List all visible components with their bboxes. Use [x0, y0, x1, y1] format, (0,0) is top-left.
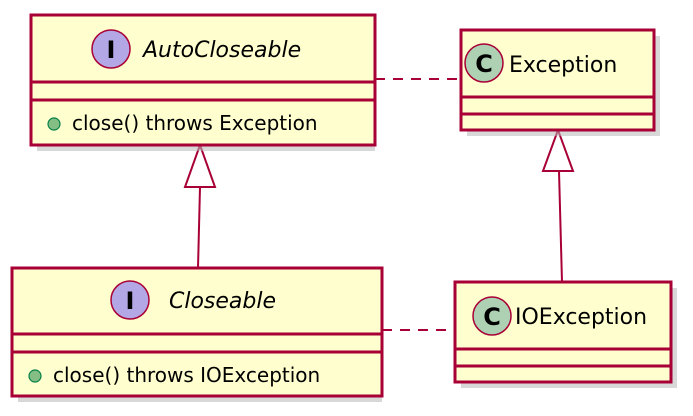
autocloseable-title: AutoCloseable [141, 38, 301, 63]
exception-title: Exception [509, 53, 617, 78]
class-marker-icon [464, 43, 504, 83]
ioexception-title: IOException [515, 305, 647, 330]
class-exception[interactable]: C Exception [459, 28, 660, 136]
closeable-title: Closeable [169, 289, 276, 314]
public-method-icon [28, 369, 42, 383]
autocloseable-box [29, 13, 377, 147]
inheritance-arrowhead-autocloseable [183, 142, 217, 188]
closeable-box [10, 266, 384, 398]
interface-autocloseable[interactable]: I AutoCloseable close() throws Exception [29, 13, 377, 151]
interface-marker-letter: I [126, 287, 135, 315]
inheritance-line-ioexception-exception [558, 170, 563, 283]
relations [183, 78, 575, 331]
inheritance-line-closeable-autocloseable [197, 186, 201, 269]
class-marker-letter: C [475, 50, 493, 78]
public-method-icon [47, 117, 61, 131]
autocloseable-method-close: close() throws Exception [72, 111, 318, 135]
interface-marker-icon [91, 29, 131, 69]
class-marker-icon [472, 296, 512, 336]
closeable-method-close: close() throws IOException [53, 363, 320, 387]
class-marker-letter: C [483, 303, 501, 331]
interface-closeable[interactable]: I Closeable close() throws IOException [10, 266, 384, 402]
class-ioexception[interactable]: C IOException [453, 280, 677, 388]
interface-marker-letter: I [107, 36, 116, 64]
inheritance-arrowhead-exception [541, 127, 575, 172]
interface-marker-icon [110, 280, 150, 320]
